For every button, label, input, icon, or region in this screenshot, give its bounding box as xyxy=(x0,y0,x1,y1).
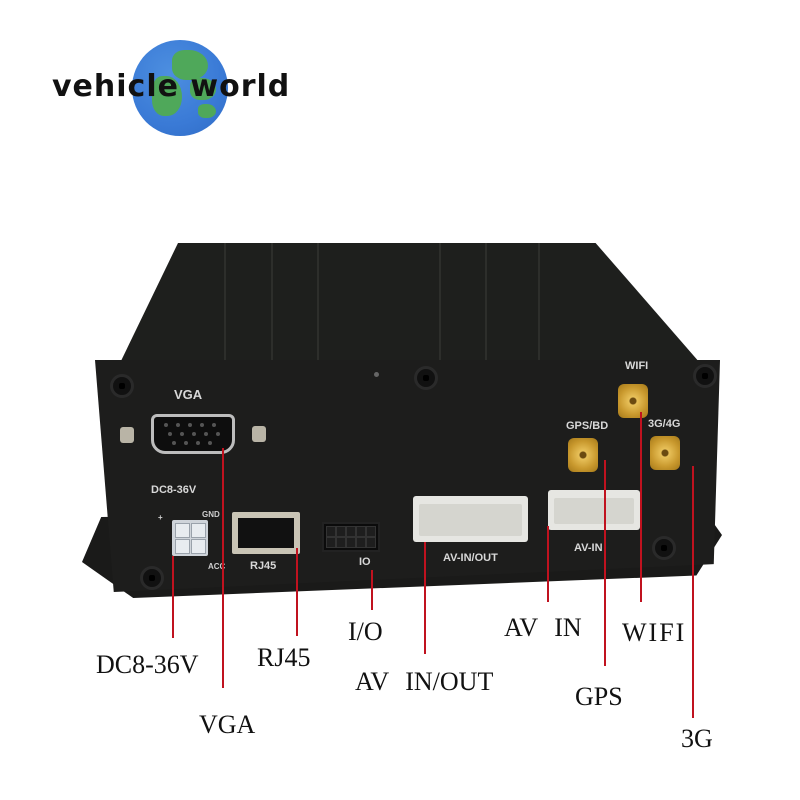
callout-wifi: WIFI xyxy=(622,618,687,647)
io-connector xyxy=(322,522,380,552)
screw-icon xyxy=(140,566,164,590)
vga-standoff xyxy=(120,427,134,443)
leader-line-av-in-out xyxy=(424,542,426,654)
callout-av-in-out: AV IN/OUT xyxy=(355,667,494,696)
logo-text: vehicle world xyxy=(52,69,291,104)
leader-line-3g xyxy=(692,466,694,718)
screw-icon xyxy=(693,364,717,388)
gps-antenna-connector xyxy=(568,438,598,472)
gnd-label: GND xyxy=(202,510,220,519)
callout-av-in: AV IN xyxy=(504,613,582,642)
av-in-panel-label: AV-IN xyxy=(574,542,603,554)
callout-3g: 3G xyxy=(681,724,713,753)
wifi-antenna-connector xyxy=(618,384,648,418)
screw-icon xyxy=(110,374,134,398)
vga-panel-label: VGA xyxy=(174,387,203,402)
wifi-panel-label: WIFI xyxy=(625,360,649,372)
vga-port xyxy=(151,414,235,454)
rj45-panel-label: RJ45 xyxy=(250,560,277,572)
callout-gps: GPS xyxy=(575,682,623,711)
device-top-heatsink xyxy=(120,243,700,363)
av-in-out-connector xyxy=(413,496,528,542)
vga-standoff xyxy=(252,426,266,442)
callout-vga: VGA xyxy=(199,710,256,739)
leader-line-io xyxy=(371,570,373,610)
io-panel-label: IO xyxy=(359,556,371,568)
leader-line-av-in xyxy=(547,526,549,602)
acc-label: ACC xyxy=(208,562,226,571)
leader-line-gps xyxy=(604,460,606,666)
power-panel-label: DC8-36V xyxy=(151,484,197,496)
callout-io: I/O xyxy=(348,617,383,646)
globe-logo-icon xyxy=(132,40,228,136)
3g-antenna-connector xyxy=(650,436,680,470)
av-in-connector xyxy=(548,490,640,530)
callout-rj45: RJ45 xyxy=(257,643,311,672)
leader-line-vga xyxy=(222,448,224,688)
leader-line-dc xyxy=(172,556,174,638)
callout-dc: DC8-36V xyxy=(96,650,199,679)
gps-panel-label: GPS/BD xyxy=(566,420,609,432)
leader-line-wifi xyxy=(640,412,642,602)
plus-label: + xyxy=(158,513,163,522)
rj45-port xyxy=(232,512,300,554)
4g-panel-label: 3G/4G xyxy=(648,418,681,430)
status-led xyxy=(374,372,379,377)
screw-icon xyxy=(652,536,676,560)
power-connector xyxy=(172,520,208,556)
av-in-out-panel-label: AV-IN/OUT xyxy=(443,552,498,564)
leader-line-rj45 xyxy=(296,548,298,636)
screw-icon xyxy=(414,366,438,390)
